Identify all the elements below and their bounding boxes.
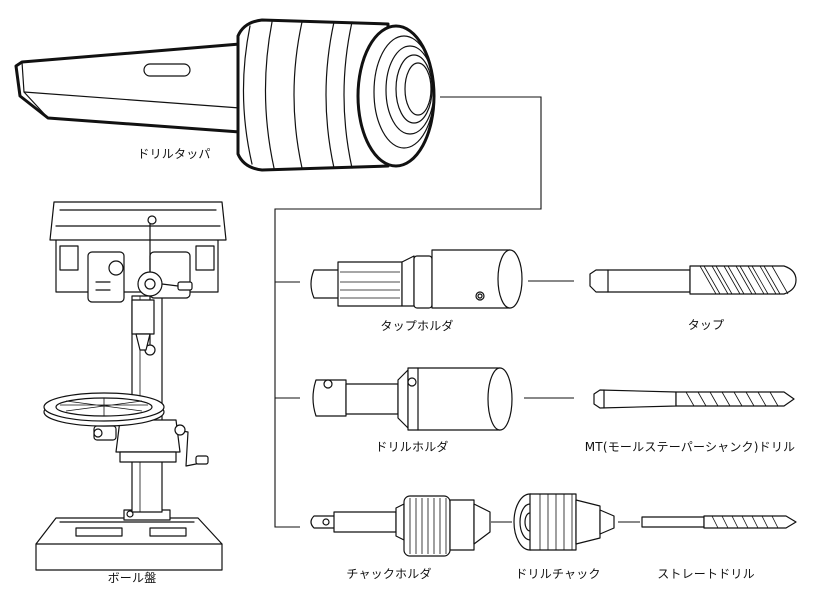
drill-holder-illustration: [312, 367, 513, 431]
label-tap: タップ: [687, 318, 725, 332]
tap-illustration: [589, 265, 797, 295]
label-drill-chuck: ドリルチャック: [515, 567, 601, 581]
drill-press-illustration: [35, 201, 227, 571]
label-tap-holder: タップホルダ: [380, 319, 454, 333]
drill-chuck-illustration: [513, 493, 615, 551]
tap-holder-illustration: [310, 249, 523, 309]
tang-slot: [143, 63, 191, 77]
mt-drill-illustration: [593, 389, 795, 409]
label-drill-tapper: ドリルタッパ: [137, 147, 211, 161]
chuck-holder-illustration: [310, 495, 491, 557]
connector-lines: [274, 96, 640, 528]
label-mt-drill: MT(モールステーパーシャンク)ドリル: [584, 440, 796, 454]
label-ball-board: ボール盤: [107, 571, 157, 585]
label-straight-drill: ストレートドリル: [657, 567, 755, 581]
label-drill-holder: ドリルホルダ: [375, 440, 449, 454]
straight-drill-illustration: [641, 515, 797, 529]
drill-tapper-illustration: [14, 18, 436, 172]
label-chuck-holder: チャックホルダ: [346, 567, 432, 581]
